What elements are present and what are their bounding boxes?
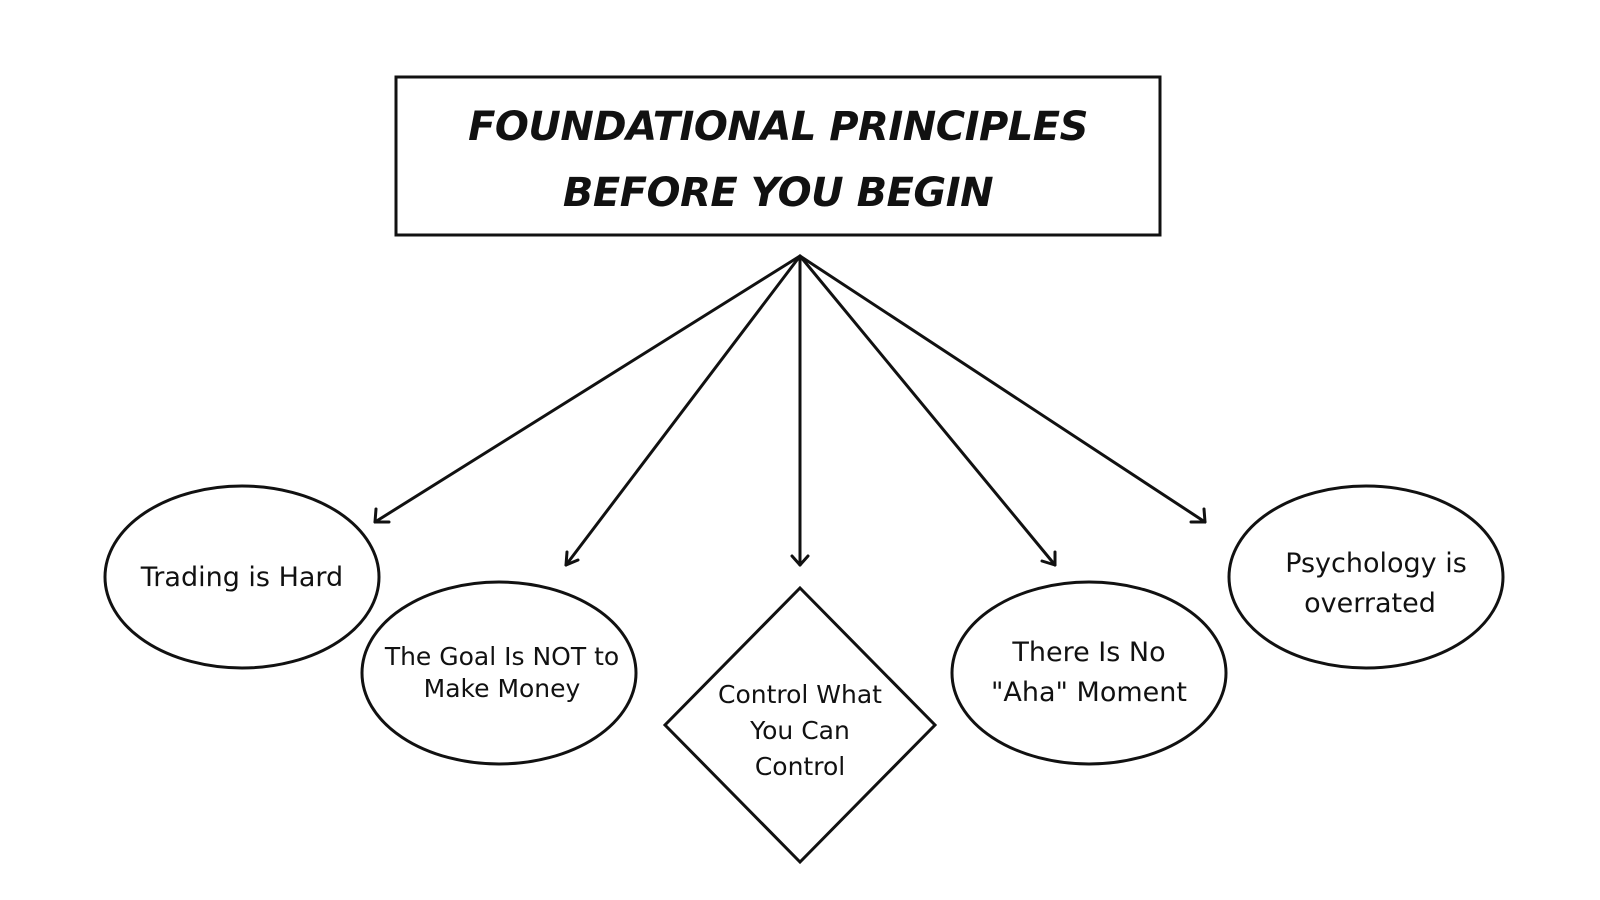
edges xyxy=(373,254,1207,567)
node-psychology: Psychology is overrated xyxy=(1227,484,1505,670)
edge-to-trading-hard xyxy=(373,254,802,524)
edge-to-no-aha xyxy=(798,254,1057,567)
node-trading-hard-label: Trading is Hard xyxy=(140,562,343,593)
node-no-aha: There Is No "Aha" Moment xyxy=(950,580,1228,766)
node-goal-not-money-label-2: Make Money xyxy=(424,674,581,703)
node-goal-not-money-label-1: The Goal Is NOT to xyxy=(384,642,619,671)
node-no-aha-label-1: There Is No xyxy=(1011,637,1165,668)
node-trading-hard: Trading is Hard xyxy=(103,484,381,670)
node-psychology-label-2: overrated xyxy=(1304,588,1436,619)
node-control: Control What You Can Control xyxy=(662,585,938,865)
node-control-label-1: Control What xyxy=(718,680,882,709)
arrowhead-no-aha xyxy=(1040,550,1057,567)
edge-to-psychology xyxy=(798,254,1207,524)
title-line-2: BEFORE YOU BEGIN xyxy=(563,170,993,216)
arrowhead-psychology xyxy=(1189,507,1207,524)
title-box: FOUNDATIONAL PRINCIPLES BEFORE YOU BEGIN xyxy=(394,75,1162,237)
arrowhead-goal-not-money xyxy=(564,550,580,567)
arrowhead-control xyxy=(790,554,810,567)
node-no-aha-shape xyxy=(950,580,1228,766)
node-no-aha-label-2: "Aha" Moment xyxy=(991,677,1187,708)
node-control-label-3: Control xyxy=(755,752,845,781)
node-control-label-2: You Can xyxy=(749,716,850,745)
title-box-border xyxy=(394,75,1162,237)
title-line-1: FOUNDATIONAL PRINCIPLES xyxy=(468,104,1088,150)
edge-to-goal-not-money xyxy=(564,254,802,567)
node-goal-not-money-shape xyxy=(360,580,638,766)
node-psychology-shape xyxy=(1227,484,1505,670)
node-goal-not-money: The Goal Is NOT to Make Money xyxy=(360,580,638,766)
node-trading-hard-shape xyxy=(103,484,381,670)
node-control-shape xyxy=(662,585,938,865)
node-psychology-label-1: Psychology is xyxy=(1285,548,1467,579)
arrowhead-trading-hard xyxy=(373,507,391,524)
